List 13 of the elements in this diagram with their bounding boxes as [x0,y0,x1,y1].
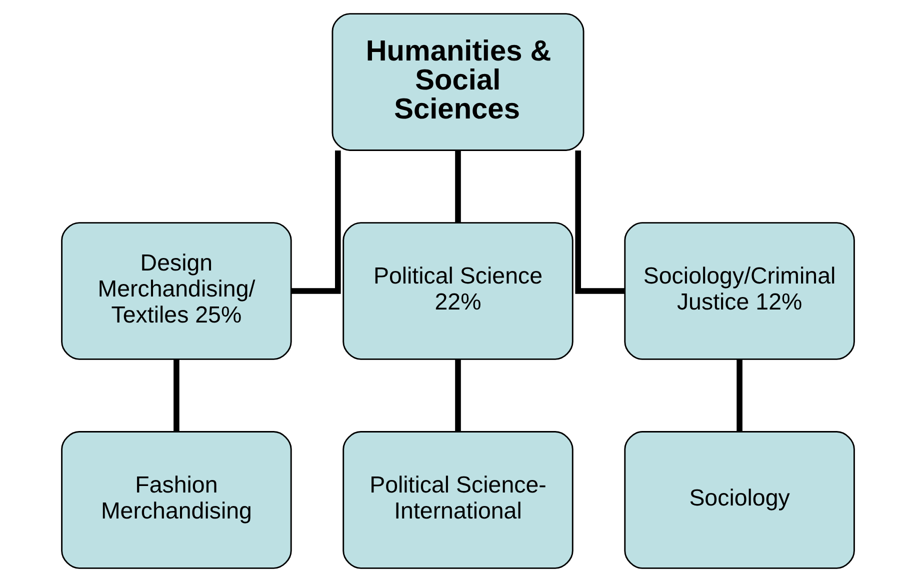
connector [574,150,624,294]
node-box: Design Merchandising/ Textiles 25% [60,222,292,360]
connector [454,150,460,222]
node-box: Sociology/Criminal Justice 12% [624,222,854,360]
connector [736,359,742,432]
node-box: Fashion Merchandising [60,431,292,569]
node-box: Political Science 22% [342,222,573,360]
connector [173,359,179,432]
node-box: Sociology [624,431,854,569]
connector [454,359,460,432]
node-box: Humanities & Social Sciences [331,13,584,151]
connector [290,150,340,294]
node-box: Political Science- International [342,431,573,569]
